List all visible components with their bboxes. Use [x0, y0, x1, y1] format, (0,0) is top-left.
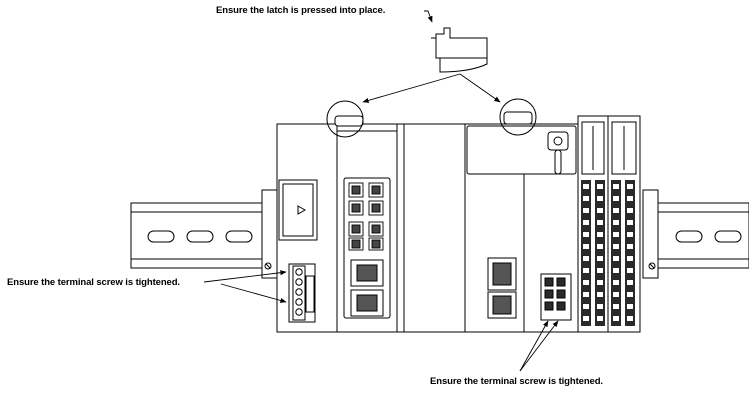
callout-latch: Ensure the latch is pressed into place.	[216, 5, 386, 16]
cpu-module	[334, 115, 398, 333]
power-module	[276, 123, 338, 333]
communication-module	[464, 111, 579, 333]
callout-terminal-screw-bottom: Ensure the terminal screw is tightened.	[430, 376, 603, 387]
din-rail-left	[130, 202, 278, 269]
end-bracket-right	[642, 189, 659, 279]
din-rail-right	[644, 202, 749, 269]
io-terminal-modules	[577, 115, 641, 333]
leader-lines	[203, 10, 559, 372]
detail-circles	[326, 98, 537, 138]
blank-module	[396, 123, 466, 333]
callout-terminal-screw-left: Ensure the terminal screw is tightened.	[7, 277, 180, 288]
end-bracket-left	[261, 189, 278, 279]
latch-detail-icon	[431, 27, 488, 73]
